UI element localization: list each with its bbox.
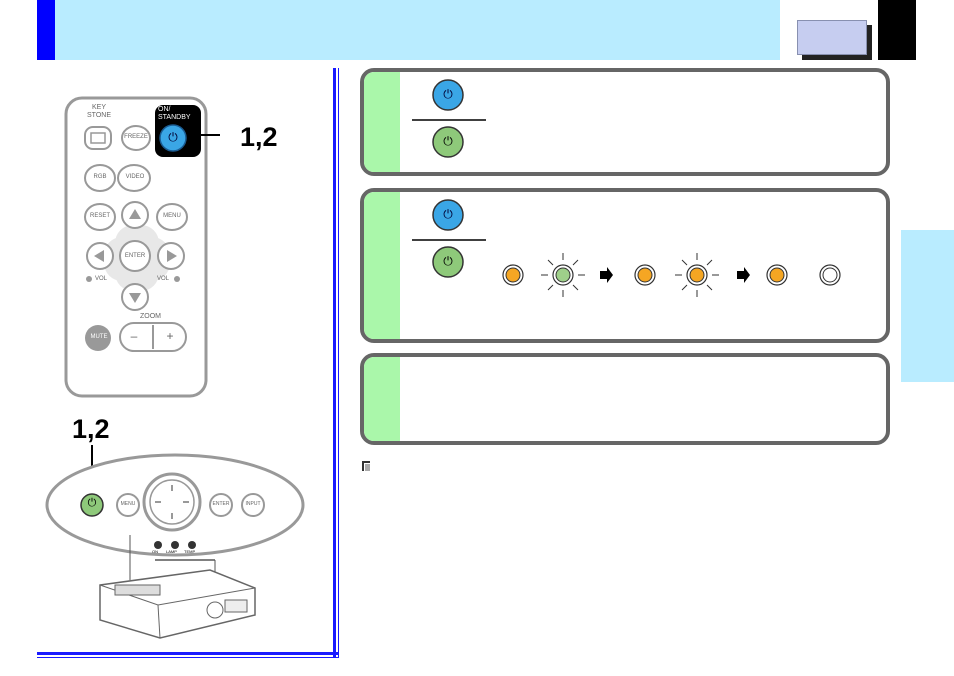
remote-freeze-button[interactable]: FREEZE: [124, 134, 148, 140]
led-orange-3: [766, 264, 788, 286]
panel-led-on-label: ON: [152, 549, 158, 554]
remote-callout-label: 1,2: [240, 122, 278, 152]
panel-callout-label: 1,2: [72, 414, 110, 444]
panel-menu-button[interactable]: MENU: [120, 501, 136, 507]
panel-led-temp-label: TEMP: [184, 549, 196, 554]
remote-mute-button[interactable]: MUTE: [90, 334, 108, 340]
projector-panel: [45, 445, 305, 639]
remote-keystone-label: KEY STONE: [87, 104, 111, 119]
step-box-1: [360, 68, 890, 176]
arrow-right-icon-2: [737, 267, 750, 283]
remote-reset-button[interactable]: RESET: [89, 213, 110, 219]
remote-vol-plus-label: VOL: [157, 276, 170, 282]
header-black-block: [878, 0, 916, 60]
remote-zoom-minus-button[interactable]: –: [130, 329, 138, 343]
remote-rgb-button[interactable]: RGB: [93, 174, 107, 180]
remote-control: [64, 96, 220, 398]
header-accent: [37, 0, 55, 60]
step-box-1-marker: [364, 72, 400, 172]
step-box-2-marker: [364, 192, 400, 339]
note-marker-icon: [362, 461, 370, 471]
arrow-right-icon-1: [600, 267, 613, 283]
remote-on-standby-label: ON/ STANDBY: [158, 106, 191, 121]
bottom-rule-2: [37, 657, 339, 658]
left-divider-2: [338, 68, 339, 658]
remote-vol-minus-label: VOL: [95, 276, 108, 282]
remote-menu-button[interactable]: MENU: [163, 213, 181, 219]
panel-power-icon[interactable]: ⏻: [87, 497, 97, 509]
led-off: [819, 264, 841, 286]
panel-led-lamp-label: LAMP: [166, 549, 177, 554]
led-orange-2: [634, 264, 656, 286]
side-tab[interactable]: [901, 230, 954, 382]
step-2-power-icons: [412, 199, 486, 278]
step-1-green-power-icon: ⏻: [443, 134, 453, 148]
led-orange-blinking: [675, 253, 719, 297]
remote-zoom-label: ZOOM: [140, 313, 161, 320]
remote-power-icon[interactable]: ⏻: [168, 130, 178, 144]
step-box-3-marker: [364, 357, 400, 441]
step-1-power-icons: [412, 79, 486, 158]
step-1-blue-power-icon: ⏻: [443, 87, 453, 101]
remote-enter-button[interactable]: ENTER: [124, 253, 146, 259]
page-tab[interactable]: [797, 20, 867, 55]
panel-input-button[interactable]: INPUT: [245, 501, 261, 507]
header-bar: [55, 0, 780, 60]
left-divider: [333, 68, 336, 658]
led-orange-1: [502, 264, 524, 286]
led-status-sequence: [502, 253, 841, 297]
step-2-green-power-icon: ⏻: [443, 254, 453, 268]
remote-video-button[interactable]: VIDEO: [125, 174, 145, 180]
panel-enter-button[interactable]: ENTER: [212, 501, 230, 507]
bottom-rule: [37, 652, 339, 655]
step-2-blue-power-icon: ⏻: [443, 207, 453, 221]
remote-zoom-plus-button[interactable]: +: [166, 329, 174, 343]
led-green-blinking: [541, 253, 585, 297]
step-box-3: [360, 353, 890, 445]
